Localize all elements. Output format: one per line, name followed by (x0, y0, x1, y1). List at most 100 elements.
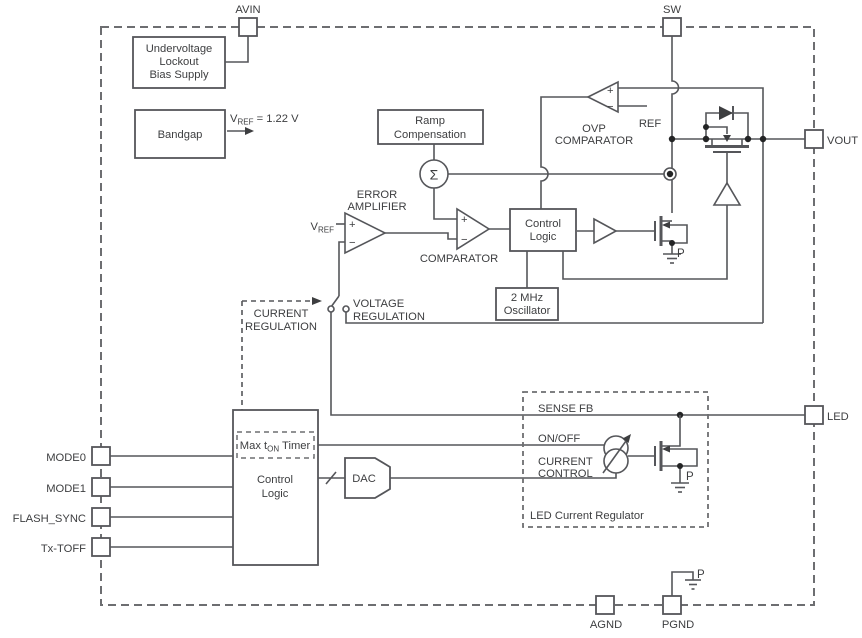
pin-mode1 (91, 477, 111, 497)
wire-ovp-logic (540, 96, 588, 209)
pin-vout (804, 129, 824, 149)
pin-tx-toff (91, 537, 111, 557)
comparator-label: COMPARATOR (420, 253, 498, 265)
ovp-comparator: + − OVP COMPARATOR REF (555, 80, 662, 147)
vref-value-label: VREF = 1.22 V (230, 113, 299, 127)
wire-sigma-comparator (433, 188, 457, 220)
dac-block: DAC (344, 457, 391, 499)
wire-ea-comparator (385, 232, 457, 240)
current-reg-label-1: CURRENT (254, 308, 309, 320)
bandgap-label: Bandgap (158, 129, 203, 141)
ramp-label-1: Ramp (415, 115, 445, 127)
gate-buffer (593, 217, 618, 245)
uvlo-block: Undervoltage Lockout Bias Supply (132, 36, 226, 89)
pin-tx-toff-label: Tx-TOFF (41, 543, 86, 555)
pgnd-ground-symbol: P (685, 569, 705, 590)
cl-top-label-2: Logic (530, 231, 557, 243)
pin-sw (662, 17, 682, 37)
comp-plus: + (461, 214, 468, 226)
ovp-plus: + (607, 85, 614, 97)
cl-bottom-label-2: Logic (262, 488, 289, 500)
pin-flash-sync-label: FLASH_SYNC (13, 513, 86, 525)
wire-sense-fb (330, 312, 805, 416)
pmos-arrow (723, 135, 731, 142)
pin-pgnd-label: PGND (662, 619, 694, 631)
switch-control-arrowhead (312, 297, 322, 305)
body-diode (719, 106, 733, 120)
pin-sw-label: SW (663, 4, 681, 16)
ea-plus: + (349, 219, 356, 231)
pin-led (804, 405, 824, 425)
voltage-reg-label-2: REGULATION (353, 311, 425, 323)
ovp-label-1: OVP (582, 123, 606, 135)
switch-contact-voltage (342, 305, 350, 313)
wire-body-tie (706, 126, 728, 134)
switch-contact-current (327, 305, 335, 313)
wire-logic-driver (562, 205, 728, 280)
ea-minus: − (349, 237, 356, 249)
sync-gate-driver (712, 181, 742, 206)
chip-boundary (100, 26, 815, 606)
current-reg-label-2: REGULATION (245, 321, 317, 333)
disconnect-fet (705, 106, 749, 153)
wire-ea-switch (338, 241, 345, 296)
wire-dac-source (390, 473, 617, 479)
ovp-minus: − (607, 101, 614, 113)
power-ground-label-2: P (686, 471, 694, 483)
wire-vout-ovp (618, 87, 764, 323)
osc-label-2: Oscillator (504, 305, 551, 317)
ref-label: REF (639, 118, 662, 130)
ea-label-1: ERROR (357, 189, 397, 201)
current-source-arrowhead (622, 434, 631, 443)
current-source-bottom (603, 448, 629, 474)
wire-pgnd (671, 571, 694, 596)
current-source-arrow (602, 440, 627, 474)
wires (110, 36, 805, 596)
max-ton-timer-label: Max tON Timer (240, 440, 311, 454)
pin-agnd-label: AGND (590, 619, 622, 631)
summing-junction: Σ (419, 159, 449, 189)
max-ton-timer-box (236, 431, 315, 459)
power-ground-label-3: P (697, 569, 705, 581)
led-regulator-label: LED Current Regulator (530, 510, 644, 522)
pin-vout-label: VOUT (827, 135, 858, 147)
pin-avin-label: AVIN (235, 4, 260, 16)
current-control-label-2: CONTROL (538, 468, 593, 480)
osc-label-1: 2 MHz (511, 292, 544, 304)
led-current-regulator: SENSE FB ON/OFF CURRENT CONTROL LED Curr… (522, 391, 709, 528)
sense-fb-label: SENSE FB (538, 403, 593, 415)
ea-label-2: AMPLIFIER (347, 201, 406, 213)
bandgap-block: Bandgap VREF = 1.22 V (134, 109, 299, 159)
dac-label: DAC (352, 473, 376, 485)
pin-mode0 (91, 446, 111, 466)
pin-mode0-label: MODE0 (46, 452, 86, 464)
cl-bottom-label-1: Control (257, 474, 293, 486)
junction-dots (663, 124, 767, 419)
error-amplifier: + − ERROR AMPLIFIER VREF (311, 189, 407, 255)
bus-slash (325, 471, 337, 485)
switch-arm (330, 295, 340, 308)
uvlo-label-2: Lockout (159, 56, 199, 68)
cl-top-label-1: Control (525, 218, 561, 230)
uvlo-label-3: Bias Supply (149, 69, 208, 81)
comp-minus: − (461, 234, 468, 246)
nmos-body-arrow (662, 221, 670, 229)
oscillator-block: 2 MHz Oscillator (495, 287, 559, 321)
voltage-reg-label-1: VOLTAGE (353, 298, 404, 310)
main-switch-nmos: P (654, 216, 688, 264)
ovp-label-2: COMPARATOR (555, 135, 633, 147)
pin-avin (238, 17, 258, 37)
wire-avin-uvlo (225, 36, 249, 63)
pin-agnd (595, 595, 615, 615)
wire-voltage-feedback (345, 312, 763, 324)
control-logic-top-block: Control Logic (509, 208, 577, 252)
pins: AVIN SW VOUT LED AGND PGND MODE0 MODE1 F… (13, 4, 859, 631)
ramp-label-2: Compensation (394, 129, 466, 141)
vref-in-label: VREF (311, 221, 335, 235)
led-nmos-body-arrow (662, 445, 670, 453)
control-logic-bottom-block: Max tON Timer Control Logic (232, 409, 319, 566)
on-off-label: ON/OFF (538, 433, 580, 445)
pin-pgnd (662, 595, 682, 615)
